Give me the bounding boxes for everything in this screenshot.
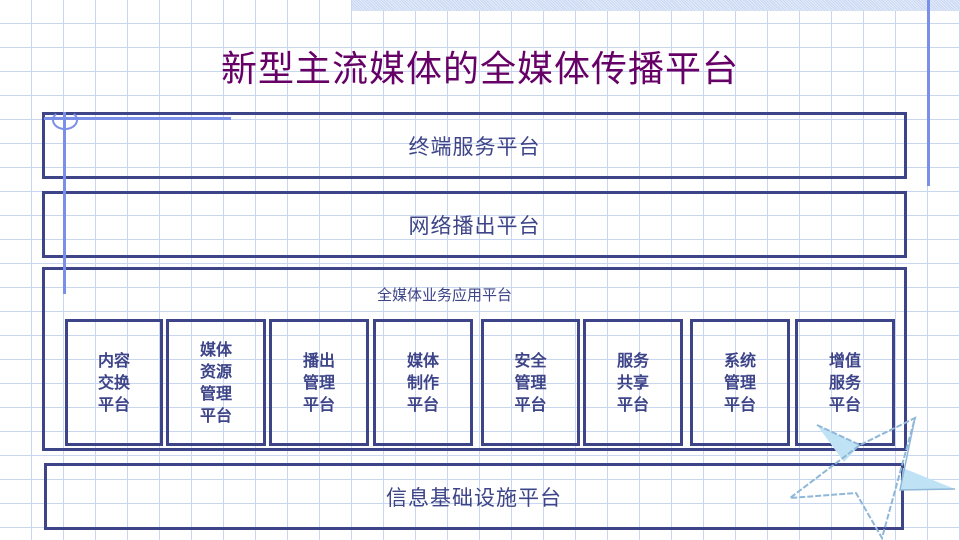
module-text: 播出 (302, 350, 335, 370)
network-broadcast-platform-box: 网络播出平台 (42, 191, 907, 258)
module-text: 平台 (199, 405, 232, 425)
module-text: 共享 (616, 372, 649, 392)
module-text: 内容 (97, 350, 130, 370)
module-text: 交换 (97, 372, 130, 392)
module-text: 制作 (406, 372, 439, 392)
module-system-management: 系统管理平台 (690, 319, 790, 446)
module-text: 增值 (828, 350, 861, 370)
decorative-vertical-line (927, 0, 930, 186)
module-text: 平台 (828, 394, 861, 414)
terminal-service-platform-label: 终端服务平台 (408, 134, 541, 159)
module-content-exchange: 内容交换平台 (65, 319, 163, 446)
module-text: 管理 (514, 372, 547, 392)
decorative-top-band (352, 0, 960, 11)
module-service-sharing: 服务共享平台 (583, 319, 683, 446)
terminal-service-platform-box: 终端服务平台 (42, 112, 907, 179)
module-security-management: 安全管理平台 (481, 319, 580, 446)
module-text: 服务 (828, 372, 861, 392)
module-broadcast-management: 播出管理平台 (269, 319, 369, 446)
slide-title: 新型主流媒体的全媒体传播平台 (220, 49, 739, 90)
module-text: 平台 (302, 394, 335, 414)
module-text: 资源 (199, 361, 232, 381)
information-infrastructure-platform-box: 信息基础设施平台 (44, 463, 904, 530)
decorative-horizontal-line (44, 117, 231, 120)
module-text: 管理 (199, 383, 232, 403)
module-text: 安全 (514, 350, 547, 370)
all-media-application-platform-box: 全媒体业务应用平台 内容交换平台 媒体资源管理平台 播出管理平台 媒体制作平台 … (42, 267, 907, 451)
all-media-application-platform-label: 全媒体业务应用平台 (376, 286, 512, 304)
module-text: 媒体 (406, 350, 439, 370)
module-value-added-service: 增值服务平台 (795, 319, 895, 446)
module-text: 系统 (723, 350, 756, 370)
decorative-vertical-line-left (63, 112, 66, 294)
module-text: 媒体 (199, 339, 232, 359)
information-infrastructure-platform-label: 信息基础设施平台 (386, 485, 562, 510)
module-text: 平台 (616, 394, 649, 414)
module-text: 平台 (406, 394, 439, 414)
module-media-production: 媒体制作平台 (373, 319, 473, 446)
module-text: 平台 (723, 394, 756, 414)
module-text: 平台 (514, 394, 547, 414)
module-text: 管理 (723, 372, 756, 392)
module-text: 服务 (616, 350, 649, 370)
decorative-circle-icon (52, 110, 78, 130)
module-text: 管理 (302, 372, 335, 392)
module-text: 平台 (97, 394, 130, 414)
network-broadcast-platform-label: 网络播出平台 (408, 213, 541, 238)
module-media-asset-management: 媒体资源管理平台 (166, 319, 266, 446)
